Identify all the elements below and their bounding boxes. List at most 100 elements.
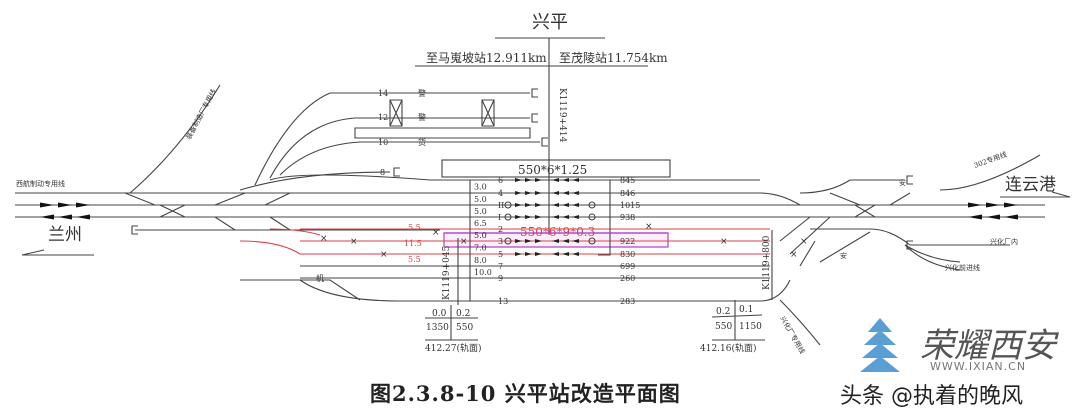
red-spacing-3: 5.5	[408, 255, 421, 264]
signal-circle-icon	[504, 201, 512, 209]
track-number: 5	[498, 250, 503, 259]
track-segment	[531, 88, 538, 98]
track-segment	[598, 179, 611, 256]
signal-arrow-icon	[525, 191, 532, 195]
removed-switch-icon: ×	[645, 222, 653, 232]
track-segment	[354, 127, 531, 139]
red-spacing-1: 5.5	[408, 223, 421, 232]
track-segment	[269, 174, 431, 181]
track-segment	[799, 240, 816, 267]
removed-switch-icon: ×	[320, 234, 328, 244]
grade-left-g2: 0.2	[456, 309, 470, 319]
signal-arrow-icon	[552, 239, 559, 243]
platform-top-label: 550*6*1.25	[518, 163, 587, 177]
track-segment	[779, 299, 821, 346]
signal-arrow-icon	[525, 178, 532, 182]
grade-left-l2: 550	[456, 323, 473, 333]
track-segment	[279, 141, 540, 176]
track-number: 6	[498, 176, 503, 185]
siding-left-curve: 装备制造厂专用线	[184, 87, 218, 141]
distance-right: 至茂陵站11.754km	[559, 51, 668, 65]
track-segment	[269, 117, 530, 179]
track-spacing: 10.0	[474, 268, 492, 277]
signal-arrow-icon	[572, 239, 579, 243]
track-number: 2	[498, 225, 503, 234]
removed-switch-icon: ×	[432, 228, 440, 238]
direction-arrow-icon	[76, 202, 90, 208]
siding-left-top: 西航制动专用线	[16, 179, 65, 188]
upper-mark-2: 警	[418, 112, 426, 122]
track-length: 846	[620, 189, 635, 198]
signal-arrow-icon	[562, 191, 569, 195]
removed-switch-icon: ×	[380, 250, 388, 260]
track-segment	[214, 216, 236, 231]
track-segment	[264, 192, 291, 206]
signal-arrow-icon	[525, 203, 532, 207]
siding-right-1: 兴化厂内	[990, 237, 1018, 246]
track-number: 4	[498, 189, 503, 198]
direction-arrow-icon	[986, 214, 1000, 220]
signal-arrow-icon	[572, 252, 579, 256]
signal-arrow-icon	[535, 215, 542, 219]
signal-arrow-icon	[535, 191, 542, 195]
signal-arrow-icon	[552, 215, 559, 219]
track-length: 845	[620, 176, 635, 185]
siding-right-2: 兴化前进线	[945, 263, 980, 272]
track-segment	[269, 216, 291, 231]
distance-left: 至马嵬坡站12.911km	[426, 51, 547, 65]
track-length: 938	[620, 213, 635, 222]
track-segment	[240, 279, 361, 301]
direction-arrow-icon	[986, 202, 1000, 208]
signal-arrow-icon	[572, 191, 579, 195]
grade-left: 0.0 0.2 1350 550 412.27(轨面)	[425, 305, 482, 354]
siding-right-bottom: 兴化厂专用线	[778, 315, 807, 356]
track-segment	[541, 137, 548, 147]
track-segment	[809, 228, 1010, 246]
red-spacing-2: 11.5	[404, 239, 422, 248]
track-spacing: 5.0	[474, 195, 487, 204]
track-segment	[889, 192, 911, 206]
signal-circle-icon	[588, 213, 596, 221]
direction-arrow-icon	[968, 202, 982, 208]
left-mileage: K1119+045	[442, 245, 452, 300]
track-length: 260	[620, 274, 635, 283]
removed-switch-icon: ×	[790, 250, 798, 260]
track-spacing: 7.0	[474, 244, 487, 253]
watermark-url: WWW.IXIAN.CN	[930, 360, 1027, 373]
track-segment	[269, 228, 321, 236]
track-number: 3	[498, 237, 503, 246]
track-segment	[906, 175, 913, 185]
track-segment	[939, 154, 1041, 191]
track-segment	[829, 192, 861, 206]
grade-right: 0.2 0.1 550 1150 412.16(轨面)	[700, 300, 765, 354]
track-segment	[799, 179, 905, 194]
track-number: 7	[498, 262, 503, 271]
track-segment	[239, 240, 770, 255]
platform-mid-label: 550*6*9*0.3	[520, 225, 595, 239]
station-name: 兴平	[532, 12, 568, 33]
signal-arrow-icon	[535, 252, 542, 256]
signal-arrow-icon	[552, 203, 559, 207]
grade-right-l1: 550	[715, 322, 732, 332]
right-mileage: K1119+800	[762, 235, 772, 290]
signal-arrow-icon	[515, 178, 522, 182]
siding-right-top: 302专用线	[973, 150, 1008, 170]
track-segment	[906, 240, 913, 250]
direction-arrow-icon	[40, 214, 54, 220]
removed-switch-icon: ×	[460, 237, 468, 247]
signal-arrow-icon	[552, 178, 559, 182]
signal-arrow-icon	[515, 252, 522, 256]
track-spacing: 6.5	[474, 219, 487, 228]
signal-arrow-icon	[562, 252, 569, 256]
grade-left-l1: 1350	[426, 323, 449, 333]
direction-arrow-icon	[1004, 202, 1018, 208]
signal-arrow-icon	[552, 252, 559, 256]
removed-switch-icon: ×	[800, 237, 808, 247]
grade-right-g1: 0.2	[716, 307, 730, 317]
track-number: I	[498, 213, 501, 222]
signal-arrow-icon	[535, 239, 542, 243]
direction-arrow-icon	[1004, 214, 1018, 220]
